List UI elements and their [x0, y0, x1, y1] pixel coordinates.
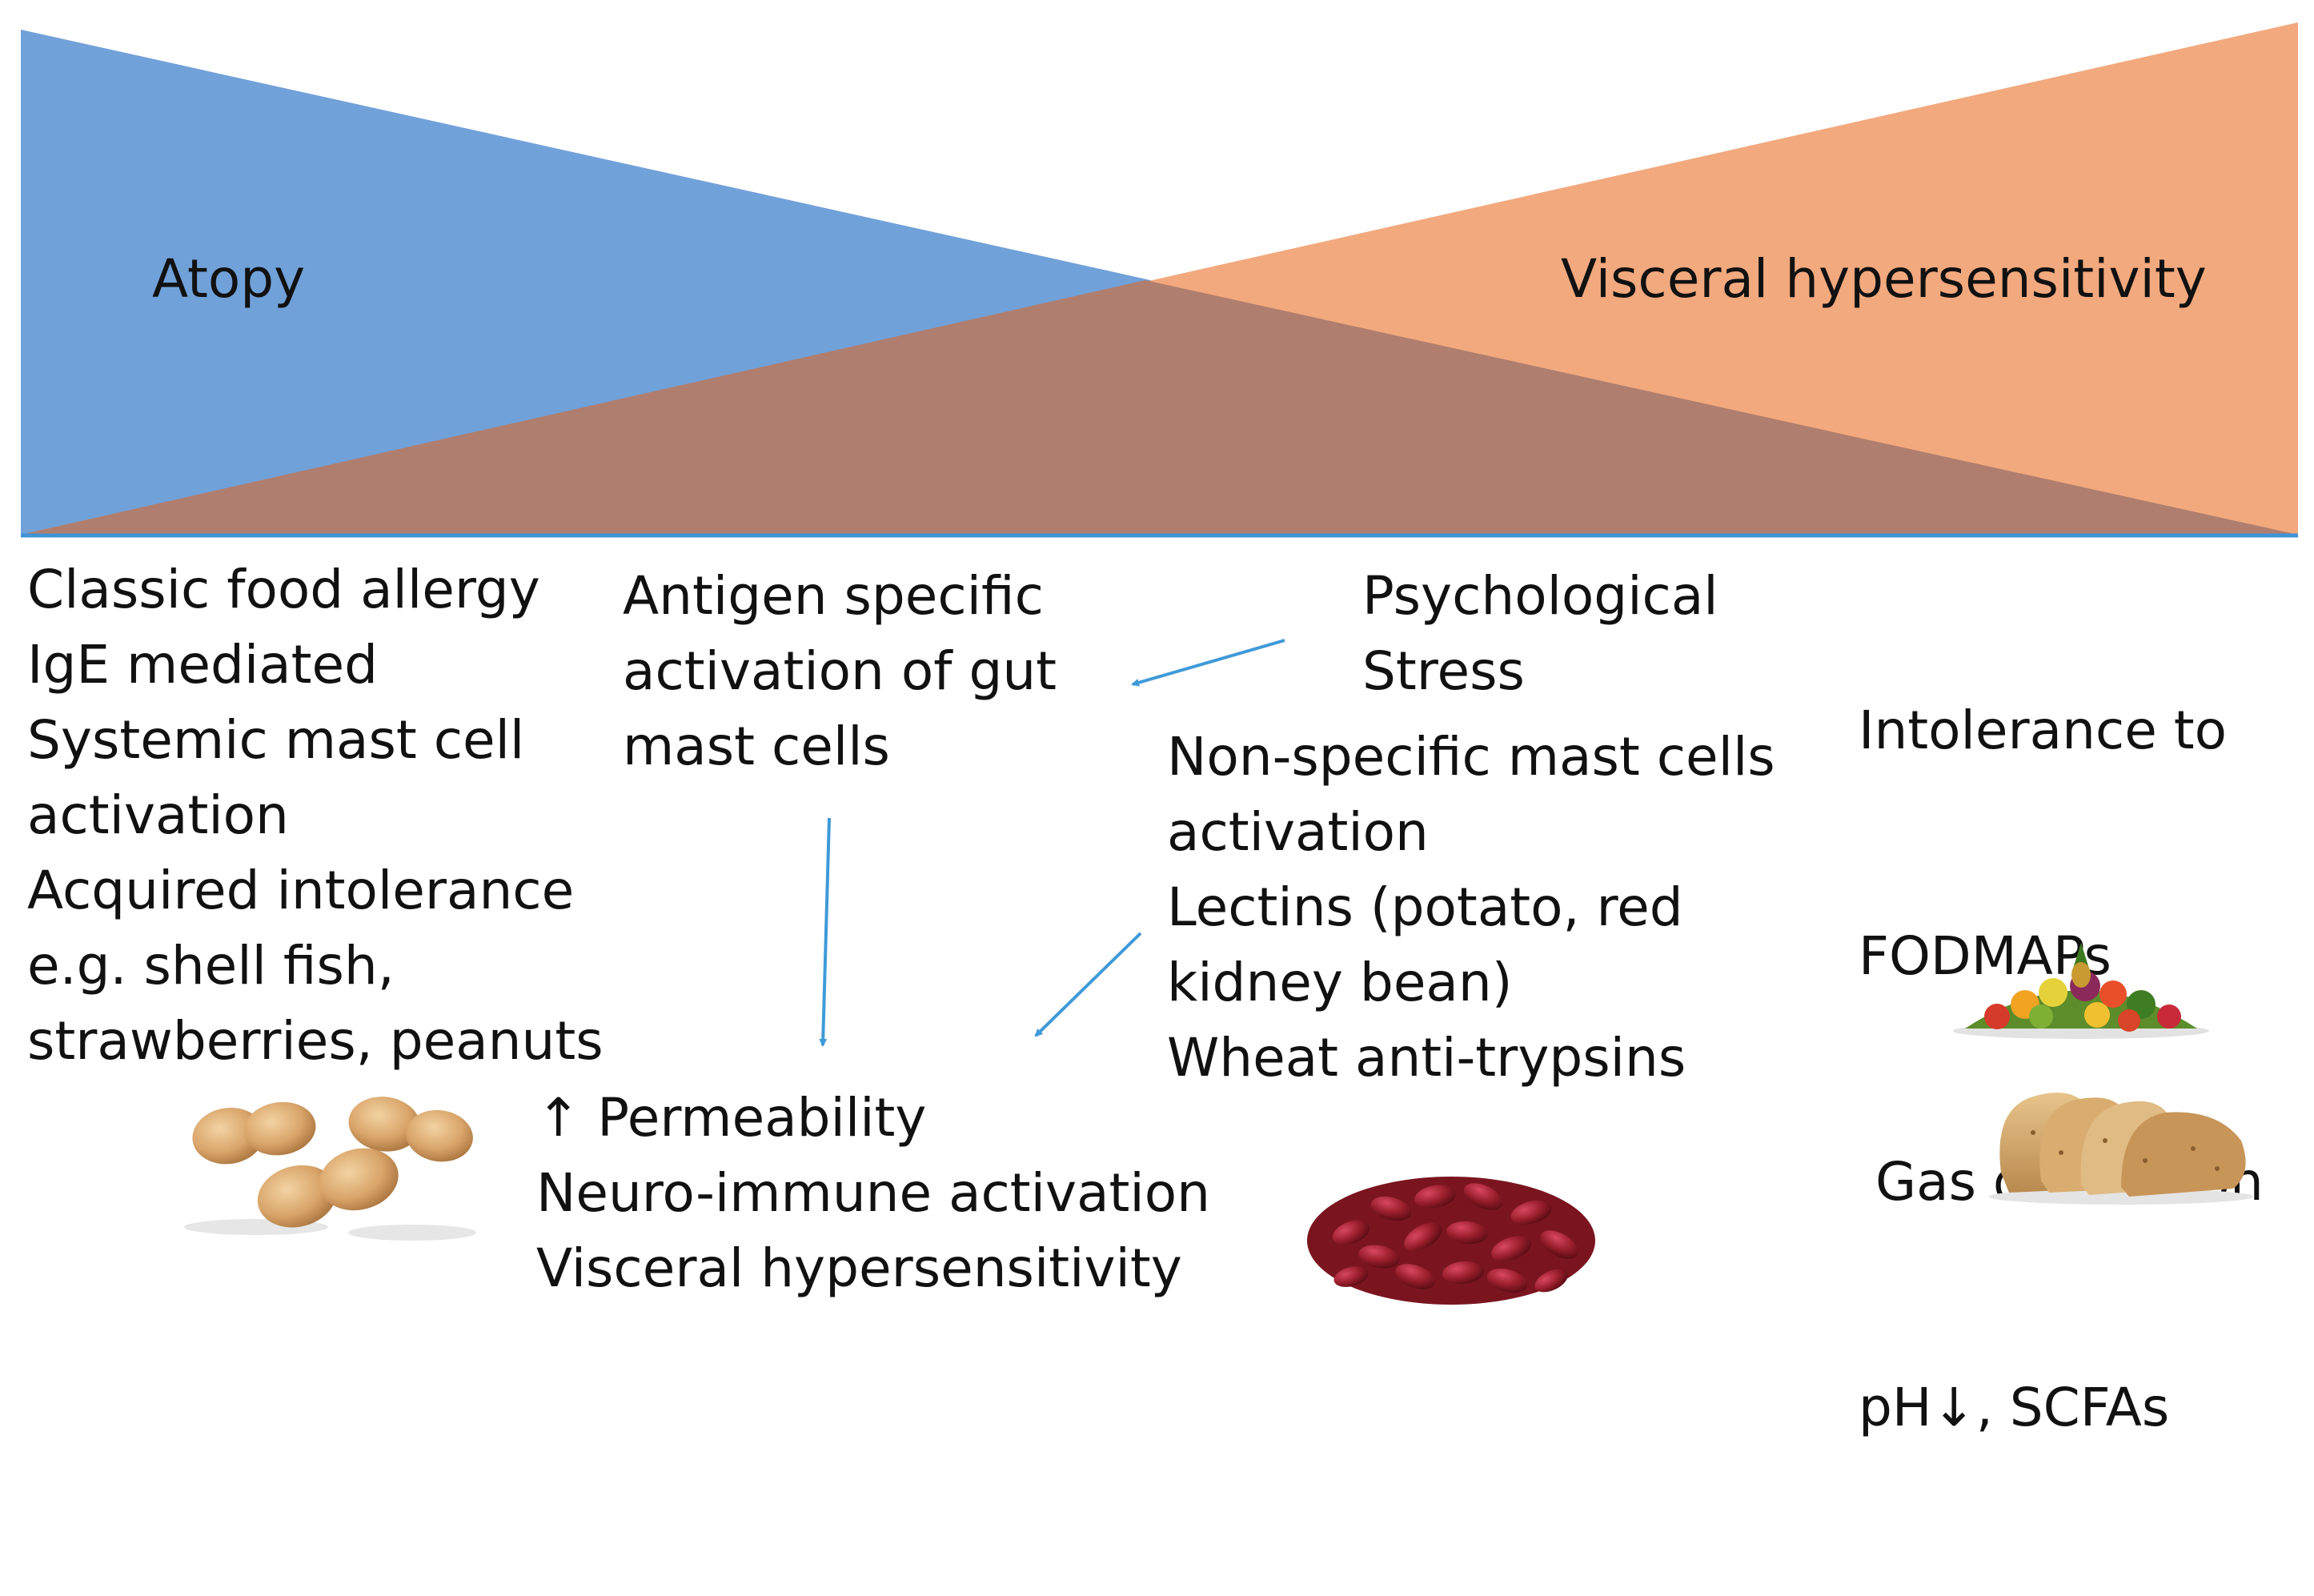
- col3-line: Non-specific mast cells: [1167, 726, 1775, 788]
- antigen-specific-text: Antigen specific activation of gut mast …: [623, 559, 1057, 784]
- col4-line: Intolerance to: [1859, 700, 2228, 761]
- classic-food-allergy-text: Classic food allergy IgE mediated System…: [27, 552, 604, 1079]
- outcome-line: ↑ Permeability: [536, 1087, 927, 1149]
- atopy-label: Atopy: [152, 248, 306, 310]
- peanut-image: [184, 1097, 476, 1241]
- col3-top-line: Stress: [1362, 640, 1525, 702]
- stress-to-antigen-arrow: [1131, 639, 1285, 687]
- col1-line: Systemic mast cell: [27, 709, 525, 771]
- col3-top-line: Psychological: [1362, 565, 1718, 627]
- col1-line: IgE mediated: [27, 634, 378, 696]
- fodmap-intolerance-text: Intolerance to FODMAPs Gas distension pH…: [1859, 543, 2264, 1596]
- outcome-text: ↑ Permeability Neuro-immune activation V…: [536, 1081, 1210, 1306]
- visceral-hypersensitivity-label: Visceral hypersensitivity: [1561, 248, 2207, 310]
- col1-line: Acquired intolerance: [27, 860, 575, 921]
- outcome-line: Neuro-immune activation: [536, 1162, 1210, 1224]
- col2-line: mast cells: [623, 716, 890, 777]
- col1-line: e.g. shell fish,: [27, 935, 395, 996]
- psychological-stress-text: Psychological Stress: [1362, 559, 1718, 709]
- bread-image: [1989, 1093, 2253, 1205]
- overlap-region: [21, 280, 2298, 535]
- col1-line: activation: [27, 784, 289, 846]
- col2-line: Antigen specific: [623, 565, 1044, 627]
- col3-line: Wheat anti-trypsins: [1167, 1027, 1686, 1089]
- fruit-vegetable-image: [1953, 943, 2209, 1039]
- col3-line: activation: [1167, 801, 1429, 863]
- col3-line: Lectins (potato, red: [1167, 876, 1683, 938]
- col3-line: kidney bean): [1167, 952, 1513, 1013]
- kidney-bean-image: [1307, 1177, 1595, 1305]
- non-specific-mast-cells-text: Non-specific mast cells activation Lecti…: [1167, 720, 1775, 1096]
- lectins-to-permeability-arrow: [1034, 932, 1142, 1037]
- col4-line: pH↓, SCFAs: [1859, 1377, 2170, 1438]
- col2-line: activation of gut: [623, 640, 1057, 702]
- col1-line: Classic food allergy: [27, 559, 540, 620]
- outcome-line: Visceral hypersensitivity: [536, 1237, 1182, 1299]
- col4-line: FODMAPs: [1859, 925, 2111, 987]
- antigen-to-permeability-arrow: [819, 817, 831, 1047]
- triangle-graphic: [21, 22, 2298, 538]
- diagram: Atopy Visceral hypersensitivity Classic …: [21, 22, 2298, 1438]
- col1-line: strawberries, peanuts: [27, 1010, 604, 1072]
